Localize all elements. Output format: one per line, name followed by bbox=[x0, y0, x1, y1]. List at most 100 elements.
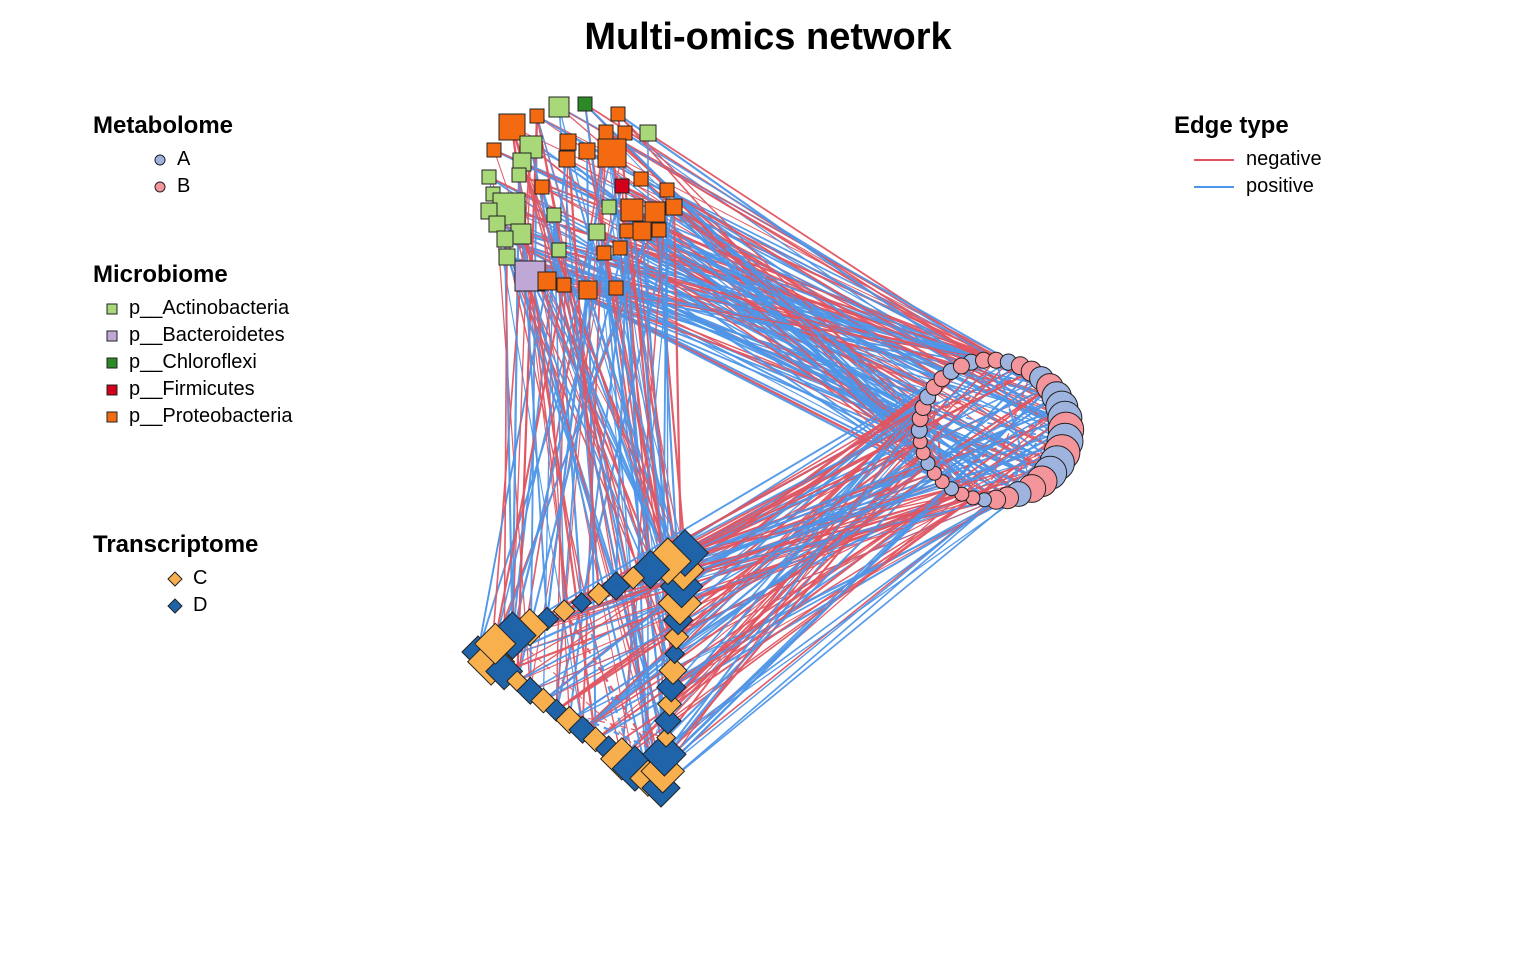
microbiome-node bbox=[559, 133, 577, 151]
microbiome-node bbox=[620, 198, 644, 222]
edge bbox=[665, 370, 1033, 739]
edge bbox=[581, 364, 1022, 731]
edge bbox=[511, 126, 921, 420]
edge bbox=[512, 480, 1042, 637]
legend-symbol-line bbox=[1194, 185, 1234, 188]
legend-label: negative bbox=[1246, 148, 1322, 170]
microbiome-node bbox=[534, 179, 550, 195]
transcriptome-node bbox=[530, 687, 557, 714]
edge bbox=[922, 370, 1032, 409]
edge bbox=[546, 289, 589, 620]
edge-layer bbox=[477, 103, 1067, 789]
legend-label: D bbox=[193, 594, 208, 616]
edge bbox=[580, 602, 636, 769]
microbiome-node bbox=[486, 142, 502, 158]
microbiome-node bbox=[665, 198, 683, 216]
edge bbox=[511, 126, 1032, 372]
microbiome-node bbox=[614, 178, 630, 194]
legend-edge-type: Edge type negative positive bbox=[1174, 112, 1322, 200]
edge bbox=[558, 106, 1057, 397]
legend-item: B bbox=[153, 173, 233, 200]
edge bbox=[511, 174, 521, 636]
transcriptome-node bbox=[474, 622, 517, 665]
edge bbox=[536, 115, 679, 621]
transcriptome-node bbox=[656, 672, 687, 703]
microbiome-node bbox=[633, 171, 649, 187]
edge bbox=[624, 132, 997, 361]
chart-title: Multi-omics network bbox=[584, 16, 952, 58]
edge bbox=[566, 141, 600, 595]
microbiome-node bbox=[596, 245, 612, 261]
edge bbox=[530, 480, 1042, 692]
metabolome-node bbox=[952, 357, 970, 375]
transcriptome-node bbox=[642, 732, 687, 777]
microbiome-node bbox=[498, 248, 516, 266]
edge bbox=[661, 385, 1051, 773]
edge bbox=[488, 210, 1058, 464]
edge bbox=[667, 370, 1032, 563]
microbiome-node bbox=[619, 223, 635, 239]
edge bbox=[994, 359, 1033, 489]
edge bbox=[614, 230, 629, 587]
legend-symbol-diamond bbox=[167, 597, 183, 614]
microbiome-node bbox=[551, 242, 567, 258]
microbiome-node bbox=[537, 271, 557, 291]
microbiome-node bbox=[608, 280, 624, 296]
legend-symbol-square bbox=[106, 384, 118, 395]
edge bbox=[563, 610, 664, 772]
legend-item: C bbox=[167, 565, 258, 592]
legend-symbol-square bbox=[106, 303, 118, 314]
edge bbox=[621, 429, 1067, 760]
edge bbox=[666, 189, 921, 420]
microbiome-node bbox=[529, 108, 545, 124]
edge bbox=[641, 230, 1067, 431]
legend-item: D bbox=[167, 592, 258, 619]
legend-symbol-circle bbox=[154, 181, 166, 192]
edge bbox=[542, 406, 1063, 702]
legend-symbol-circle bbox=[154, 154, 166, 165]
legend-symbol-square bbox=[106, 357, 118, 368]
transcriptome-node bbox=[656, 727, 677, 748]
microbiome-node bbox=[651, 222, 667, 238]
legend-title-microbiome: Microbiome bbox=[93, 261, 228, 288]
legend-item: p__Chloroflexi bbox=[105, 349, 292, 376]
edge bbox=[490, 499, 985, 663]
legend-label: p__Bacteroidetes bbox=[129, 324, 285, 346]
transcriptome-node bbox=[658, 655, 688, 686]
microbiome-node bbox=[511, 167, 527, 183]
legend-label: positive bbox=[1246, 175, 1314, 197]
transcriptome-node bbox=[587, 582, 611, 606]
edge bbox=[529, 462, 929, 692]
node-layer bbox=[461, 96, 1085, 808]
edge bbox=[517, 493, 962, 682]
transcriptome-node bbox=[582, 726, 609, 753]
microbiome-node bbox=[597, 138, 627, 168]
microbiome-node bbox=[577, 96, 593, 112]
microbiome-node bbox=[659, 182, 675, 198]
transcriptome-node bbox=[664, 643, 686, 665]
edge bbox=[617, 113, 921, 420]
microbiome-node bbox=[546, 207, 562, 223]
microbiome-node bbox=[548, 96, 570, 118]
legend-title-edge-type: Edge type bbox=[1174, 112, 1289, 139]
legend-item: p__Bacteroidetes bbox=[105, 322, 292, 349]
microbiome-node bbox=[481, 169, 497, 185]
legend-symbol-line bbox=[1194, 158, 1234, 161]
edge bbox=[508, 208, 924, 409]
microbiome-node bbox=[556, 277, 572, 293]
microbiome-node bbox=[644, 201, 666, 223]
edge bbox=[684, 440, 921, 554]
edge bbox=[671, 497, 1008, 688]
edge bbox=[682, 386, 935, 571]
edge bbox=[626, 230, 649, 779]
microbiome-node bbox=[610, 106, 626, 122]
microbiome-node bbox=[488, 215, 506, 233]
microbiome-node bbox=[578, 142, 596, 160]
edge bbox=[566, 158, 685, 571]
edge bbox=[490, 284, 566, 662]
edge bbox=[941, 406, 1063, 483]
edge bbox=[605, 131, 1051, 388]
